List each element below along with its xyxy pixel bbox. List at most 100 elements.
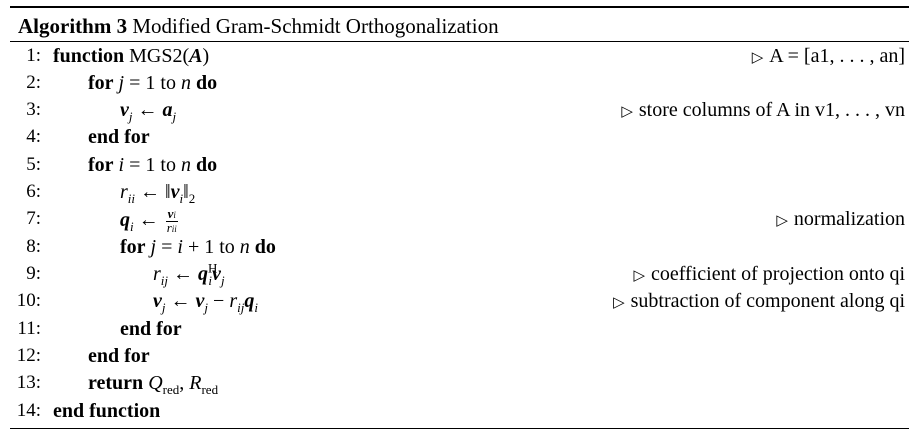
keyword-for: for (88, 154, 114, 176)
assign-arrow: ← (140, 181, 161, 203)
algorithm-line-3: 3: vj ← aj ▷store columns of A in v1, . … (0, 99, 919, 125)
comment-text: normalization (793, 208, 905, 230)
expr-rhs: a (162, 99, 173, 121)
comment-text: store columns of A in v1, . . . , vn (638, 99, 905, 121)
loop-start-var: i (177, 236, 183, 258)
keyword-for: for (120, 236, 146, 258)
norm-order: 2 (188, 191, 196, 206)
line-number: 12: (16, 345, 41, 366)
keyword-end-function: end function (53, 400, 161, 422)
line-code: vj ← vj − rijqi (153, 290, 258, 315)
expr-lhs-subscript: j (128, 109, 133, 124)
line-number: 11: (17, 318, 41, 339)
line-number: 10: (16, 290, 41, 311)
keyword-to: to (160, 154, 176, 176)
algorithm-line-11: 11: end for (0, 318, 919, 344)
assign-arrow: ← (137, 99, 158, 121)
line-comment: ▷A = [a1, . . . , an] (752, 45, 905, 68)
line-code: rii ← ‖vi‖2 (120, 181, 196, 206)
line-comment: ▷ subtraction of component along qi (613, 290, 905, 313)
expr-lhs: r (153, 263, 161, 285)
line-number: 2: (26, 72, 41, 93)
expr-lhs: v (120, 99, 129, 121)
comment-text: subtraction of component along qi (630, 290, 905, 312)
function-name: MGS2 (129, 45, 183, 67)
q-vector: q (198, 263, 209, 285)
algorithm-line-6: 6: rii ← ‖vi‖2 (0, 181, 919, 207)
expr-lhs: r (120, 181, 128, 203)
keyword-end-for: end for (120, 318, 182, 340)
q-vector: q (244, 290, 255, 312)
comment-triangle-icon: ▷ (613, 295, 625, 311)
caption-rule (10, 41, 909, 42)
keyword-end-for: end for (88, 345, 150, 367)
expr-rhs-subscript: j (172, 109, 177, 124)
numerator-symbol: v (167, 206, 174, 221)
v-vector: v (212, 263, 221, 285)
r-coefficient: r (229, 290, 238, 312)
line-number: 14: (16, 400, 41, 421)
assign-arrow: ← (138, 209, 159, 232)
v-subscript: j (204, 300, 209, 315)
norm-vector: v (170, 181, 180, 203)
line-comment: ▷store columns of A in v1, . . . , vn (621, 99, 905, 122)
line-code: rij ← qHivj (153, 260, 225, 288)
comment-triangle-icon: ▷ (633, 268, 645, 284)
r-subscript: ij (237, 300, 245, 315)
line-number: 13: (16, 372, 41, 393)
line-number: 4: (26, 126, 41, 147)
algorithm-line-12: 12: end for (0, 345, 919, 371)
hermitian-superscript: H (208, 260, 218, 276)
norm-vector-subscript: i (179, 191, 184, 206)
loop-assign: = (161, 236, 178, 258)
algorithm-line-7: 7: qi ← vi rii ▷normalization (0, 206, 919, 235)
numerator-subscript: i (173, 210, 176, 220)
keyword-to: to (219, 236, 235, 258)
q-subscript: i (254, 300, 258, 315)
expr-lhs-subscript: i (130, 219, 134, 235)
keyword-to: to (160, 72, 176, 94)
loop-end: n (239, 236, 250, 258)
q-matrix-subscript: red (162, 382, 180, 397)
line-comment: ▷ normalization (776, 208, 905, 231)
top-rule (10, 6, 909, 8)
line-number: 8: (26, 236, 41, 257)
line-comment: ▷ coefficient of projection onto qi (633, 263, 905, 286)
expr-lhs-subscript: ij (160, 273, 169, 288)
loop-start: = 1 (129, 154, 156, 176)
comment-triangle-icon: ▷ (776, 213, 788, 229)
keyword-do: do (254, 236, 276, 258)
loop-end: n (180, 72, 191, 94)
expr-lhs-subscript: ii (127, 191, 136, 206)
q-matrix: Q (148, 372, 163, 394)
assign-arrow: ← (173, 263, 194, 285)
algorithm-line-2: 2: for j = 1 to n do (0, 72, 919, 98)
norm-close: ‖ (183, 181, 189, 203)
loop-start: = 1 (129, 72, 156, 94)
q-subscript: i (208, 273, 213, 288)
algorithm-line-13: 13: return Qred, Rred (0, 372, 919, 398)
algorithm-caption: Algorithm 3 Modified Gram-Schmidt Orthog… (18, 14, 499, 39)
algorithm-line-14: 14: end function (0, 400, 919, 426)
line-number: 5: (26, 154, 41, 175)
r-matrix: R (189, 372, 202, 394)
expr-lhs: q (120, 209, 130, 232)
keyword-do: do (195, 72, 218, 94)
expr-lhs-subscript: j (161, 300, 166, 315)
loop-start-offset: + 1 (187, 236, 215, 258)
comment-text: coefficient of projection onto qi (651, 263, 905, 285)
line-number: 9: (26, 263, 41, 284)
algorithm-line-4: 4: end for (0, 126, 919, 152)
v-vector: v (195, 290, 205, 312)
line-code: for j = 1 to n do (88, 72, 217, 95)
v-subscript: j (220, 273, 225, 288)
line-number: 7: (26, 208, 41, 229)
keyword-do: do (195, 154, 218, 176)
expr-lhs: v (153, 290, 162, 312)
norm-open: ‖ (165, 181, 171, 203)
algorithm-line-10: 10: vj ← vj − rijqi ▷subtraction of comp… (0, 290, 919, 316)
fraction-denominator: rii (166, 221, 178, 235)
line-code: return Qred, Rred (88, 372, 218, 397)
minus-sign: − (213, 290, 225, 312)
denominator-subscript: ii (171, 224, 177, 234)
